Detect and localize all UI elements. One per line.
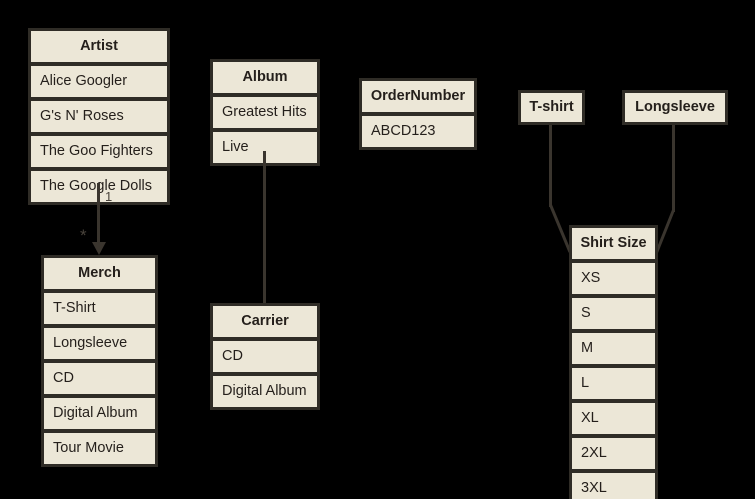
entity-artist-row-2[interactable]: The Goo Fighters (31, 136, 167, 167)
entity-shirt-size[interactable]: Shirt Size XS S M L XL 2XL 3XL (569, 225, 658, 499)
entity-carrier-header: Carrier (213, 306, 317, 337)
entity-album-row-0[interactable]: Greatest Hits (213, 97, 317, 128)
connector-artist-merch-arrowhead (91, 242, 106, 255)
entity-album-header: Album (213, 62, 317, 93)
entity-merch-row-0[interactable]: T-Shirt (44, 293, 155, 324)
connector-artist-merch-target-multiplicity: * (80, 226, 87, 245)
entity-shirt-size-row-0[interactable]: XS (572, 263, 655, 294)
entity-order-number[interactable]: OrderNumber ABCD123 (359, 78, 477, 150)
entity-shirt-size-row-4[interactable]: XL (572, 403, 655, 434)
connector-artist-merch-line (97, 183, 100, 245)
entity-merch-row-2[interactable]: CD (44, 363, 155, 394)
entity-merch-row-1[interactable]: Longsleeve (44, 328, 155, 359)
entity-order-number-header: OrderNumber (362, 81, 474, 112)
entity-carrier-row-0[interactable]: CD (213, 341, 317, 372)
connector-album-carrier-line (263, 151, 266, 303)
entity-artist-header: Artist (31, 31, 167, 62)
connector-tshirt-shirtsize-line (549, 125, 552, 207)
entity-shirt-size-row-3[interactable]: L (572, 368, 655, 399)
entity-shirt-size-row-5[interactable]: 2XL (572, 438, 655, 469)
entity-album[interactable]: Album Greatest Hits Live (210, 59, 320, 166)
connector-longsleeve-shirtsize-line (672, 125, 675, 212)
entity-longsleeve-header: Longsleeve (625, 93, 725, 122)
entity-longsleeve[interactable]: Longsleeve (622, 90, 728, 125)
entity-shirt-size-row-2[interactable]: M (572, 333, 655, 364)
entity-merch-row-4[interactable]: Tour Movie (44, 433, 155, 464)
entity-shirt-size-row-6[interactable]: 3XL (572, 473, 655, 499)
entity-carrier[interactable]: Carrier CD Digital Album (210, 303, 320, 410)
entity-carrier-row-1[interactable]: Digital Album (213, 376, 317, 407)
entity-shirt-size-row-1[interactable]: S (572, 298, 655, 329)
entity-merch-header: Merch (44, 258, 155, 289)
entity-artist-row-1[interactable]: G's N' Roses (31, 101, 167, 132)
entity-shirt-size-header: Shirt Size (572, 228, 655, 259)
entity-merch-row-3[interactable]: Digital Album (44, 398, 155, 429)
connector-artist-merch-source-multiplicity: 1 (105, 189, 113, 204)
entity-tshirt[interactable]: T-shirt (518, 90, 585, 125)
entity-artist-row-0[interactable]: Alice Googler (31, 66, 167, 97)
entity-merch[interactable]: Merch T-Shirt Longsleeve CD Digital Albu… (41, 255, 158, 467)
entity-tshirt-header: T-shirt (521, 93, 582, 122)
entity-order-number-row-0[interactable]: ABCD123 (362, 116, 474, 147)
